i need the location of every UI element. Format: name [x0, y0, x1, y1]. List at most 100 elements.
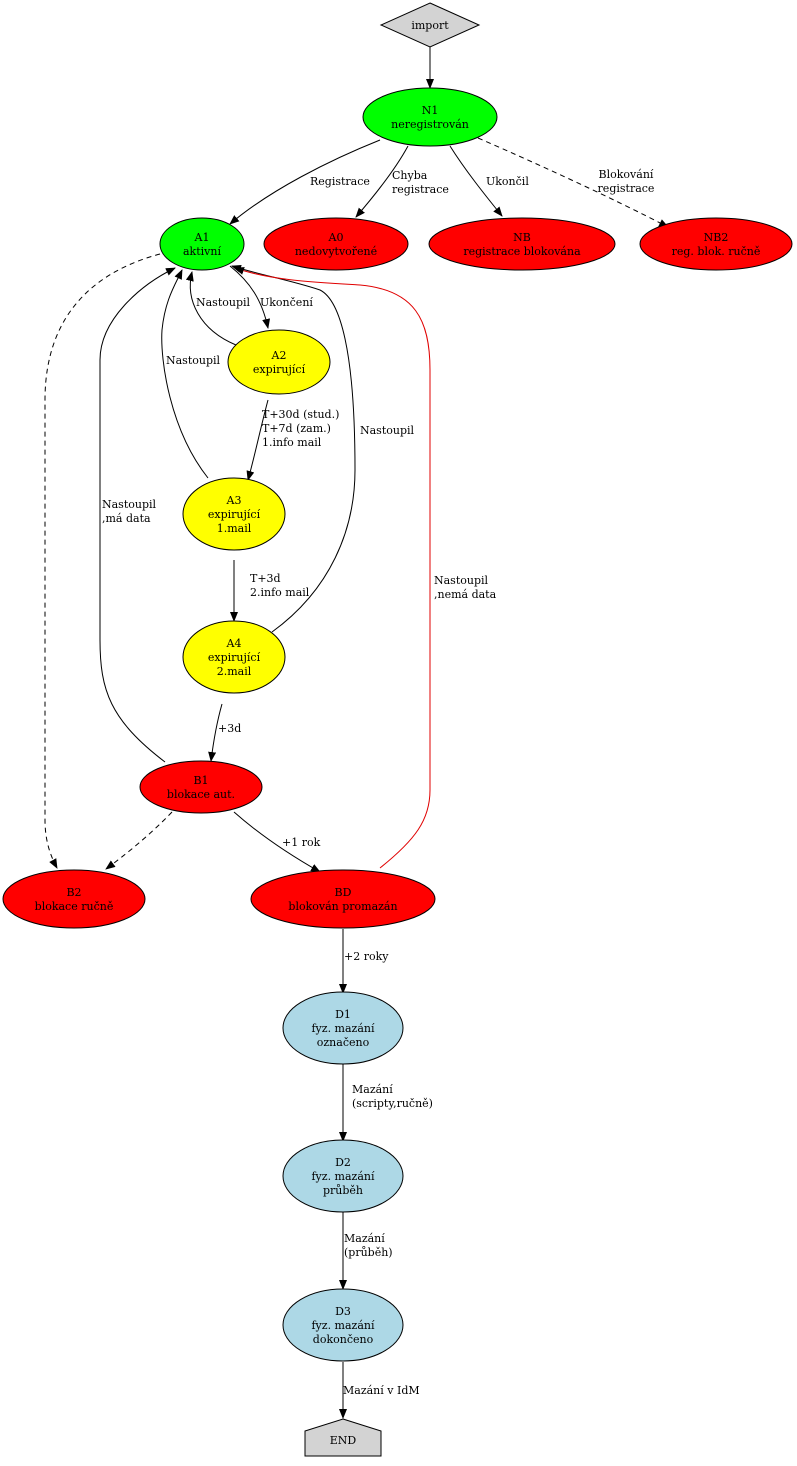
edge-label-d1-d2: Mazání(scripty,ručně) [352, 1083, 433, 1110]
edge-label-d3-end: Mazání v IdM [343, 1384, 420, 1397]
node-end-shape [304, 1418, 382, 1457]
node-d1-label-line: fyz. mazání [311, 1022, 375, 1035]
edge-label-a2-a3-line: 1.info mail [262, 436, 322, 449]
edge-n1-nb [449, 145, 503, 217]
node-b2-label-line: B2 [66, 886, 81, 899]
edge-label-bd-a1-line: ,nemá data [434, 588, 497, 601]
edge-b1-b2 [105, 811, 173, 870]
node-n1-label-line: N1 [422, 104, 439, 117]
edge-a1-b2 [44, 253, 161, 869]
node-d2-label-line: fyz. mazání [311, 1170, 375, 1183]
node-n1-label-line: neregistrován [391, 118, 469, 131]
edge-label-n1-nb2-line: registrace [598, 182, 655, 195]
node-bd-label-line: blokován promazán [288, 900, 397, 913]
edge-label-a2-a3-line: T+30d (stud.) [262, 408, 339, 421]
edge-n1-a1 [229, 139, 381, 225]
node-a2-label-line: A2 [271, 349, 287, 362]
edge-label-bd-d1: +2 roky [344, 950, 389, 963]
edge-label-bd-a1: Nastoupil,nemá data [434, 574, 497, 601]
edge-label-a1-a2-line: Ukončení [260, 296, 313, 309]
node-a3-label-line: 1.mail [217, 522, 252, 535]
node-a0-label-line: nedovytvořené [295, 245, 377, 258]
edge-a2-a1 [185, 271, 237, 346]
edge-label-n1-a1-line: Registrace [310, 175, 370, 188]
edge-a3-a1 [161, 269, 209, 479]
node-nb-label-line: registrace blokována [463, 245, 581, 258]
node-nb2-label-line: reg. blok. ručně [672, 245, 761, 258]
node-a3-label-line: expirující [208, 508, 261, 521]
node-d3-shape [282, 1288, 404, 1362]
node-d2-label-line: D2 [335, 1156, 351, 1169]
node-b1-label-line: B1 [193, 774, 208, 787]
node-d1-label-line: D1 [335, 1008, 351, 1021]
edge-label-n1-nb-line: Ukončil [486, 175, 529, 188]
node-a1-label-line: aktivní [183, 245, 221, 258]
edge-label-a2-a3: T+30d (stud.)T+7d (zam.)1.info mail [262, 408, 339, 449]
edge-label-a2-a1: Nastoupil [196, 296, 251, 309]
node-a2-shape [227, 329, 331, 395]
edge-label-b1-a1-line: ,má data [102, 512, 151, 525]
node-n1-shape [362, 87, 498, 147]
edge-label-a2-a3-line: T+7d (zam.) [262, 422, 331, 435]
edge-bd-a1 [234, 267, 431, 869]
node-b1-label-line: blokace aut. [167, 788, 235, 801]
edge-label-bd-a1-line: Nastoupil [434, 574, 489, 587]
edge-n1-a0 [355, 145, 409, 218]
node-end-label-line: END [330, 1434, 357, 1447]
edge-label-n1-nb2-line: Blokování [599, 168, 654, 181]
node-d1-label-line: označeno [317, 1036, 370, 1049]
edge-label-n1-nb: Ukončil [486, 175, 529, 188]
node-a4-label-line: 2.mail [217, 665, 252, 678]
node-a3-label-line: A3 [226, 494, 242, 507]
edge-label-a3-a1-line: Nastoupil [166, 354, 221, 367]
node-d3-label-line: D3 [335, 1305, 351, 1318]
edge-label-b1-a1: Nastoupil,má data [102, 498, 157, 525]
edge-label-n1-a0-line: registrace [392, 183, 449, 196]
edge-label-a4-b1-line: +3d [218, 722, 241, 735]
node-d2-label-line: průběh [323, 1184, 363, 1197]
node-bd-shape [250, 869, 436, 929]
node-import-shape [379, 2, 481, 48]
node-a4-label-line: A4 [226, 637, 242, 650]
node-end-label: END [330, 1434, 357, 1447]
node-b2-label-line: blokace ručně [35, 900, 114, 913]
edge-label-a4-b1: +3d [218, 722, 241, 735]
edges [44, 47, 669, 1419]
node-nb-label-line: NB [513, 231, 531, 244]
edge-label-a1-a2: Ukončení [260, 296, 313, 309]
node-a4-label-line: expirující [208, 651, 261, 664]
edge-b1-bd [233, 811, 321, 873]
node-bd-label-line: BD [335, 886, 352, 899]
node-b1-shape [139, 760, 263, 814]
node-a0-label-line: A0 [328, 231, 344, 244]
node-a1-shape [159, 217, 245, 271]
edge-label-d2-d3: Mazání(průběh) [344, 1232, 393, 1259]
edge-label-b1-a1-line: Nastoupil [102, 498, 157, 511]
edge-label-a2-a1-line: Nastoupil [196, 296, 251, 309]
edge-a4-a1 [231, 264, 356, 633]
edge-label-b1-bd-line: +1 rok [282, 836, 321, 849]
node-import-label-line: import [411, 19, 449, 32]
node-a0-shape [263, 217, 409, 271]
node-nb2-label-line: NB2 [704, 231, 729, 244]
edge-label-bd-d1-line: +2 roky [344, 950, 389, 963]
edge-label-d2-d3-line: (průběh) [344, 1246, 393, 1259]
node-a1-label-line: A1 [194, 231, 210, 244]
node-a2-label-line: expirující [253, 363, 306, 376]
edge-label-a3-a4-line: T+3d [250, 572, 281, 585]
edge-label-d1-d2-line: Mazání [352, 1083, 393, 1096]
